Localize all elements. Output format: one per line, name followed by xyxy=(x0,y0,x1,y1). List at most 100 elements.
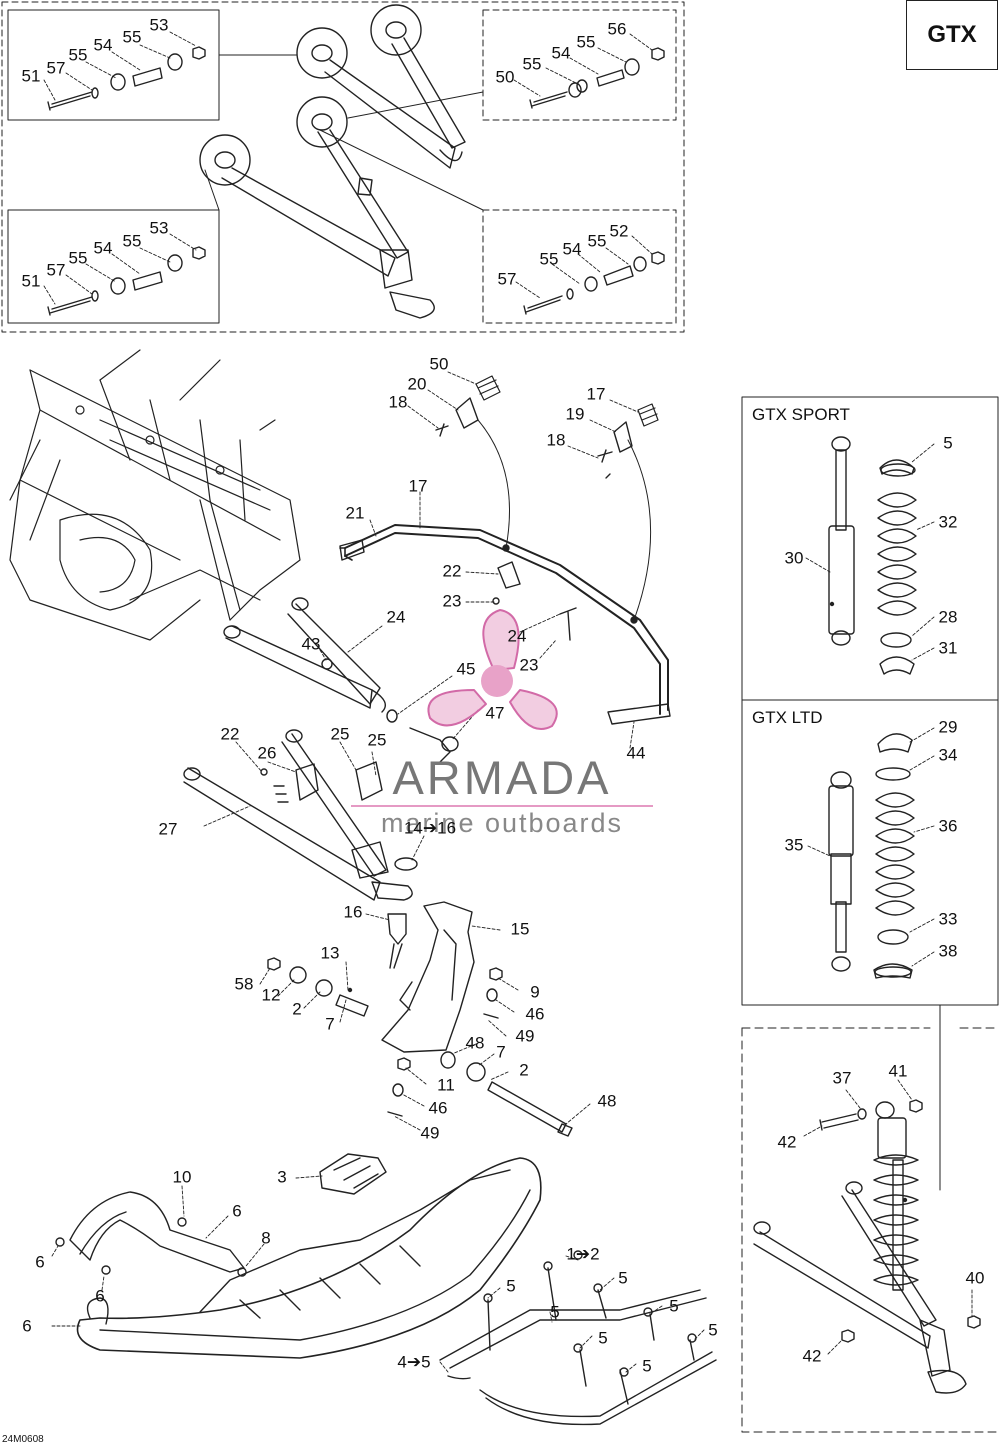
callout-label: 7 xyxy=(325,1014,335,1034)
hardware-stack-b xyxy=(529,47,665,109)
callout-label: 25 xyxy=(367,730,387,750)
hardware-stack-d xyxy=(523,251,665,315)
callout-label: 35 xyxy=(784,835,804,855)
callout-label: 11 xyxy=(437,1075,455,1095)
callout-label: 55 xyxy=(522,54,542,74)
callout-label: 4➔5 xyxy=(397,1352,431,1372)
callout-label: 21 xyxy=(345,503,365,523)
drawing-code: 24M0608 xyxy=(2,1434,44,1445)
callout-label: 17 xyxy=(586,384,606,404)
callout-label: 46 xyxy=(525,1004,545,1024)
callout-label: 23 xyxy=(519,655,539,675)
callout-label: 25 xyxy=(330,724,350,744)
callout-label: 42 xyxy=(802,1346,822,1366)
spring-30 xyxy=(877,492,917,616)
callout-label: 22 xyxy=(220,724,240,744)
callout-label: 36 xyxy=(938,816,958,836)
callout-label: 55 xyxy=(68,45,88,65)
callout-label: 33 xyxy=(938,909,958,929)
callout-label: 54 xyxy=(93,35,113,55)
callout-label: 27 xyxy=(158,819,178,839)
callout-label: 57 xyxy=(46,58,66,78)
callout-label: 5 xyxy=(598,1328,608,1348)
callout-label: 5 xyxy=(943,433,953,453)
callout-label: 47 xyxy=(485,703,505,723)
callout-label: 5 xyxy=(550,1302,560,1322)
watermark-text: ARMADA marine outboards xyxy=(347,754,657,839)
callout-label: 40 xyxy=(965,1268,985,1288)
callout-label: 22 xyxy=(442,561,462,581)
callout-label: 45 xyxy=(456,659,476,679)
callout-label: 31 xyxy=(938,638,958,658)
chassis-frame xyxy=(9,349,301,641)
spring-35 xyxy=(875,792,915,916)
callout-label: 5 xyxy=(642,1356,652,1376)
callout-label: 55 xyxy=(539,249,559,269)
callout-label: 42 xyxy=(777,1132,797,1152)
callout-label: 26 xyxy=(257,743,277,763)
callout-label: 1➔2 xyxy=(566,1244,600,1264)
callout-label: 2 xyxy=(519,1060,529,1080)
callout-label: 48 xyxy=(597,1091,617,1111)
brand-tagline: marine outboards xyxy=(380,808,624,838)
callout-label: 55 xyxy=(576,32,596,52)
brand-name: ARMADA xyxy=(392,751,612,804)
callout-label: 43 xyxy=(301,634,321,654)
callout-label: 19 xyxy=(565,404,585,424)
callout-label: 51 xyxy=(21,271,41,291)
callout-label: 10 xyxy=(172,1167,192,1187)
callout-label: 56 xyxy=(607,19,627,39)
callout-label: 54 xyxy=(93,238,113,258)
hardware-stack-a xyxy=(47,46,206,111)
callout-label: 28 xyxy=(938,607,958,627)
front-suspension xyxy=(183,597,573,1137)
callout-label: 29 xyxy=(938,717,958,737)
callout-label: 49 xyxy=(515,1026,535,1046)
hardware-stack-c xyxy=(47,246,206,316)
logo-petal-right xyxy=(509,689,558,730)
callout-label: 24 xyxy=(507,626,527,646)
callout-label: 14➔16 xyxy=(403,818,457,838)
callout-label: 8 xyxy=(261,1228,271,1248)
callout-label: 55 xyxy=(122,27,142,47)
callout-label: 54 xyxy=(551,43,571,63)
callout-label: 38 xyxy=(938,941,958,961)
callout-label: 6 xyxy=(22,1316,32,1336)
callout-label: 54 xyxy=(562,239,582,259)
callout-label: 57 xyxy=(497,269,517,289)
callout-label: 50 xyxy=(429,354,449,374)
logo-hub xyxy=(481,665,513,697)
callout-label: 5 xyxy=(618,1268,628,1288)
callout-label: 13 xyxy=(320,943,340,963)
callout-label: 57 xyxy=(46,260,66,280)
callout-label: 6 xyxy=(232,1201,242,1221)
callout-label: 9 xyxy=(530,982,540,1002)
callout-label: 17 xyxy=(408,476,428,496)
logo-petal-left xyxy=(427,689,487,727)
ski-assembly xyxy=(55,1153,717,1426)
a-arm-detail-panel xyxy=(1,1,685,333)
callout-label: 55 xyxy=(68,248,88,268)
shock-28 xyxy=(828,436,855,646)
anti-roll-bar xyxy=(339,375,671,725)
callout-label: 7 xyxy=(496,1042,506,1062)
callout-label: 48 xyxy=(465,1033,485,1053)
callout-label: 30 xyxy=(784,548,804,568)
callout-label: 49 xyxy=(420,1123,440,1143)
callout-label: 50 xyxy=(495,67,515,87)
callout-label: 6 xyxy=(95,1286,105,1306)
watermark-logo xyxy=(427,609,558,730)
shock-variants-panel xyxy=(741,396,999,1006)
callout-label: 23 xyxy=(442,591,462,611)
callout-label: 41 xyxy=(888,1061,908,1081)
callout-label: 16 xyxy=(343,902,363,922)
callout-label: 37 xyxy=(832,1068,852,1088)
callout-label: 46 xyxy=(428,1098,448,1118)
callout-label: 32 xyxy=(938,512,958,532)
callout-label: 5 xyxy=(506,1276,516,1296)
callout-label: 58 xyxy=(234,974,254,994)
callout-label: 51 xyxy=(21,66,41,86)
callout-label: 3 xyxy=(277,1167,287,1187)
callout-label: 5 xyxy=(669,1296,679,1316)
variant-label-gtx-ltd: GTX LTD xyxy=(752,708,823,727)
